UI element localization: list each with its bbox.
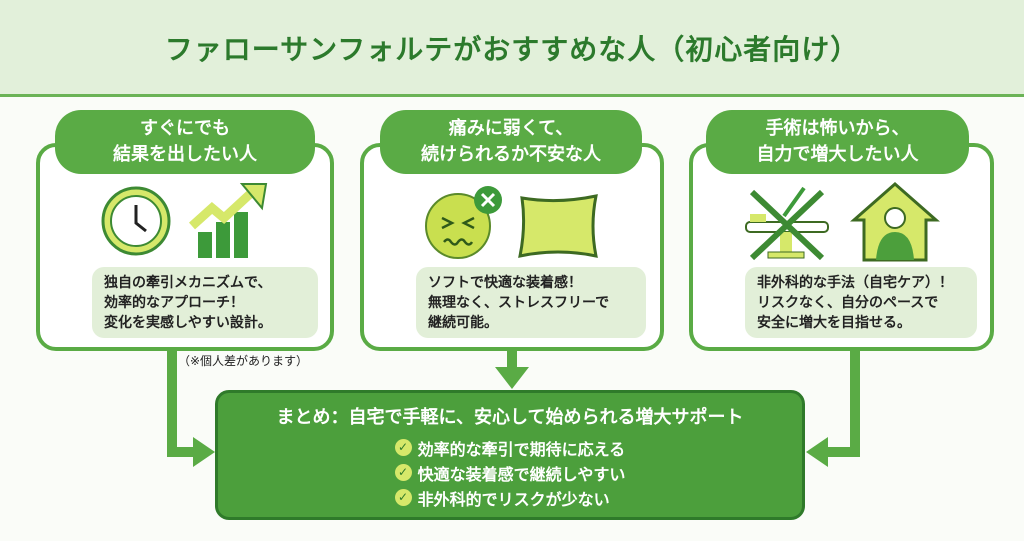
- header-band: [0, 0, 1024, 97]
- card-heading: 手術は怖いから、自力で増大したい人: [706, 110, 969, 174]
- card-description: 独自の牽引メカニズムで、効率的なアプローチ！ 変化を実感しやすい設計。: [92, 267, 318, 338]
- desc-line: 継続可能。: [428, 315, 498, 331]
- desc-line: 非外科的な手法（自宅ケア）！: [757, 275, 953, 291]
- summary-item: ✓ 非外科的でリスクが少ない: [394, 485, 626, 510]
- desc-line: 効率的なアプローチ！: [104, 295, 244, 311]
- growth-chart-icon: [188, 183, 268, 258]
- heading-line: すぐにでも: [140, 118, 230, 139]
- heading-line: 続けられるか不安な人: [421, 144, 601, 165]
- disclaimer-note: （※個人差があります）: [178, 354, 309, 368]
- desc-line: 安全に増大を目指せる。: [757, 315, 911, 331]
- no-surgery-icon: [745, 186, 829, 261]
- check-icon: ✓: [394, 464, 412, 481]
- summary-item: ✓ 快適な装着感で継続しやすい: [394, 460, 626, 485]
- pain-face-icon: [425, 186, 502, 259]
- desc-line: 変化を実感しやすい設計。: [104, 315, 272, 331]
- summary-item-text: 快適な装着感で継続しやすい: [417, 464, 626, 484]
- clock-icon: [101, 186, 171, 256]
- heading-line: 結果を出したい人: [113, 144, 257, 165]
- desc-line: リスクなく、自分のペースで: [757, 295, 939, 311]
- card-heading: 痛みに弱くて、続けられるか不安な人: [380, 110, 642, 174]
- summary-item-text: 非外科的でリスクが少ない: [417, 489, 610, 509]
- heading-line: 痛みに弱くて、: [448, 118, 574, 139]
- summary-title: まとめ：自宅で手軽に、安心して始められる増大サポート: [276, 407, 744, 428]
- summary-item-text: 効率的な牽引で期待に応える: [417, 439, 626, 459]
- home-care-icon: [850, 182, 940, 262]
- heading-line: 自力で増大したい人: [756, 144, 919, 165]
- desc-line: ソフトで快適な装着感！: [428, 275, 582, 291]
- desc-line: 独自の牽引メカニズムで、: [104, 275, 272, 291]
- heading-line: 手術は怖いから、: [765, 118, 910, 139]
- summary-box: まとめ：自宅で手軽に、安心して始められる増大サポート ✓ 効率的な牽引で期待に応え…: [215, 390, 805, 520]
- card-description: ソフトで快適な装着感！ 無理なく、ストレスフリーで継続可能。: [416, 267, 646, 338]
- card-description: 非外科的な手法（自宅ケア）！ リスクなく、自分のペースで安全に増大を目指せる。: [745, 267, 977, 338]
- check-icon: ✓: [394, 439, 412, 456]
- desc-line: 無理なく、ストレスフリーで: [428, 295, 610, 311]
- cushion-icon: [518, 194, 598, 258]
- summary-item: ✓ 効率的な牽引で期待に応える: [394, 435, 626, 460]
- page-title: ファローサンフォルテがおすすめな人（初心者向け）: [164, 33, 860, 66]
- check-icon: ✓: [394, 489, 412, 506]
- card-heading: すぐにでも結果を出したい人: [55, 110, 315, 174]
